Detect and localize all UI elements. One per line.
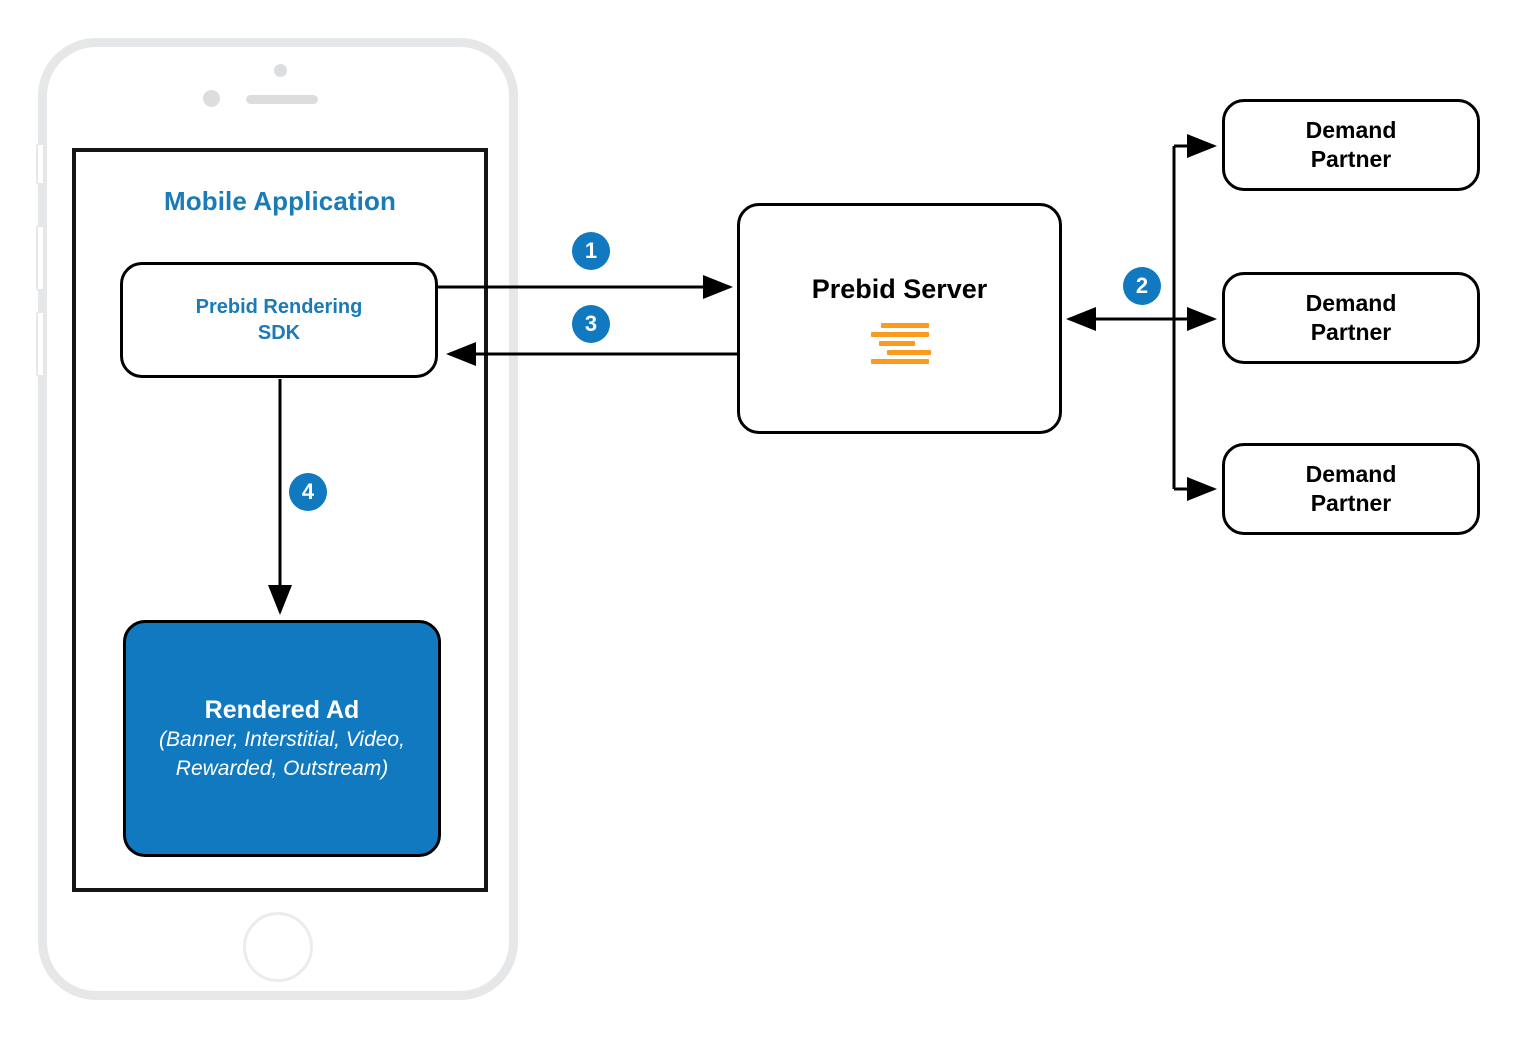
mute-switch-button[interactable] bbox=[36, 143, 43, 185]
demand-partner-node-1[interactable]: Demand Partner bbox=[1222, 99, 1480, 191]
prebid-bars-logo-icon bbox=[870, 322, 931, 364]
earpiece-speaker-icon bbox=[246, 95, 318, 104]
demand-partner-3-line2: Partner bbox=[1310, 490, 1392, 516]
prebid-server-label: Prebid Server bbox=[811, 273, 988, 304]
rendered-ad-node[interactable]: Rendered Ad (Banner, Interstitial, Video… bbox=[123, 620, 441, 857]
volume-down-button[interactable] bbox=[36, 311, 43, 377]
home-button-icon[interactable] bbox=[243, 912, 313, 982]
demand-partner-1-line1: Demand bbox=[1305, 117, 1397, 144]
demand-partner-2-line1: Demand bbox=[1305, 290, 1397, 317]
mobile-application-title: Mobile Application bbox=[164, 186, 396, 216]
demand-partner-2-line2: Partner bbox=[1310, 319, 1392, 345]
demand-partner-node-2[interactable]: Demand Partner bbox=[1222, 272, 1480, 364]
step-badge-2: 2 bbox=[1123, 267, 1161, 305]
prebid-rendering-sdk-node[interactable]: Prebid Rendering SDK bbox=[120, 262, 438, 378]
step-badge-3: 3 bbox=[572, 305, 610, 343]
demand-partner-node-3[interactable]: Demand Partner bbox=[1222, 443, 1480, 535]
demand-partner-1-line2: Partner bbox=[1310, 146, 1392, 172]
sdk-label-line2: SDK bbox=[257, 322, 301, 344]
rendered-ad-title: Rendered Ad bbox=[204, 696, 360, 725]
volume-up-button[interactable] bbox=[36, 225, 43, 291]
rendered-ad-subtitle-line2: Rewarded, Outstream) bbox=[175, 756, 389, 780]
rendered-ad-subtitle-line1: (Banner, Interstitial, Video, bbox=[159, 728, 405, 752]
sdk-label-line1: Prebid Rendering bbox=[195, 296, 363, 318]
prebid-server-node[interactable]: Prebid Server bbox=[737, 203, 1062, 434]
step-badge-1: 1 bbox=[572, 232, 610, 270]
camera-dot-icon bbox=[274, 64, 287, 77]
proximity-sensor-icon bbox=[203, 90, 220, 107]
demand-partner-3-line1: Demand bbox=[1305, 461, 1397, 488]
step-badge-4: 4 bbox=[289, 473, 327, 511]
